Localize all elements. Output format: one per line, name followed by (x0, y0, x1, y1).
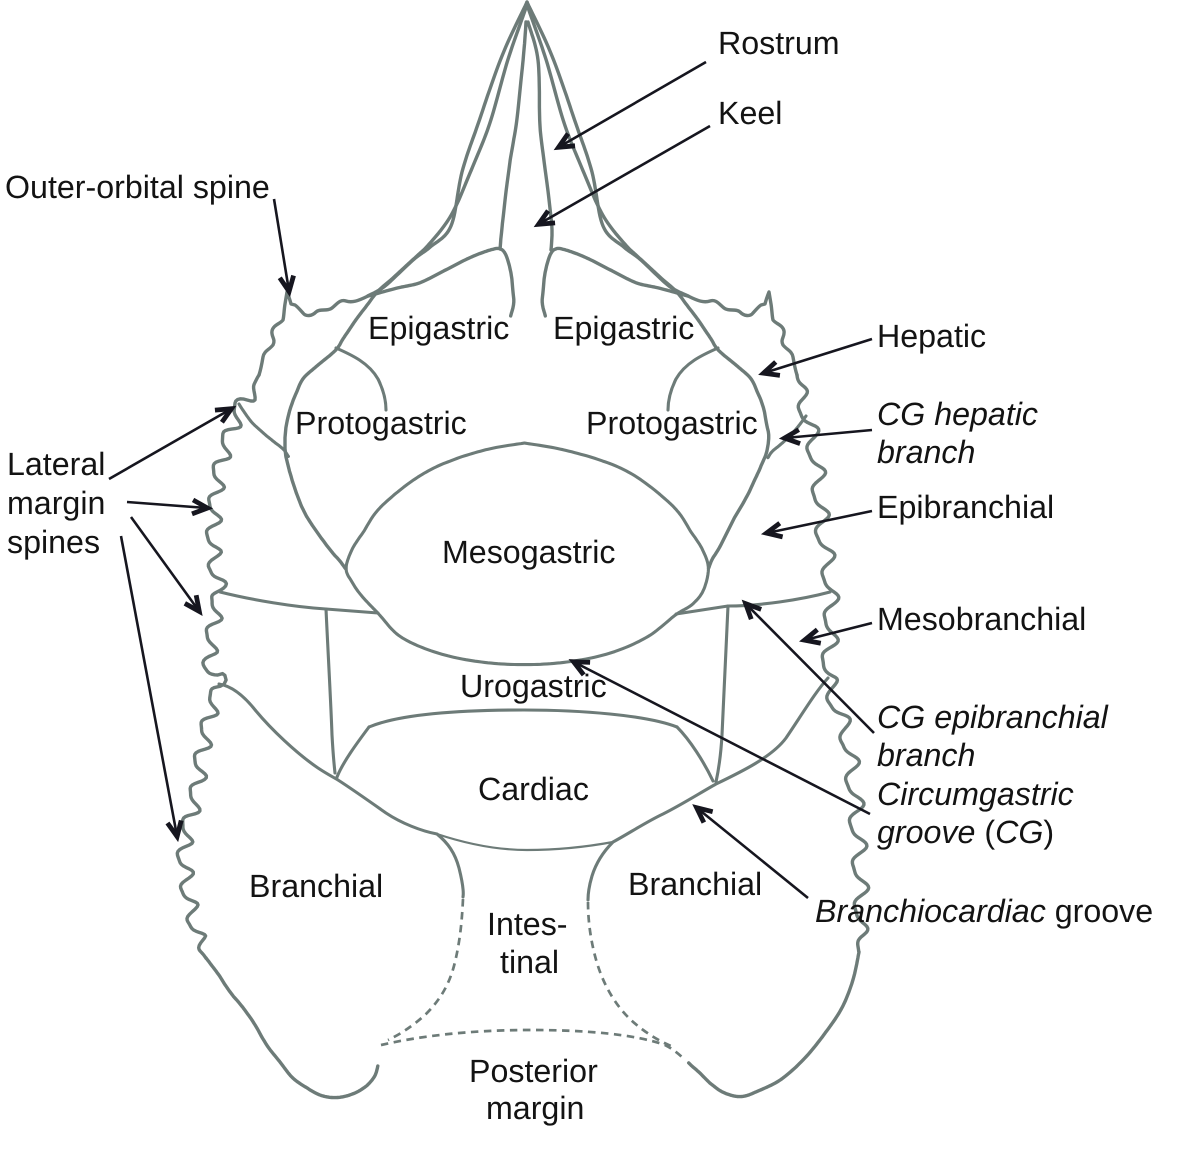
svg-text:tinal: tinal (500, 944, 559, 980)
svg-text:Intes-: Intes- (487, 906, 568, 942)
svg-text:Outer-orbital spine: Outer-orbital spine (5, 169, 270, 205)
svg-text:Branchial: Branchial (249, 868, 383, 904)
svg-text:Mesogastric: Mesogastric (442, 534, 616, 570)
svg-text:Posterior: Posterior (469, 1053, 598, 1089)
svg-text:Protogastric: Protogastric (295, 405, 467, 441)
svg-text:Branchiocardiac groove: Branchiocardiac groove (815, 893, 1153, 929)
svg-text:spines: spines (7, 524, 100, 560)
svg-text:Epigastric: Epigastric (368, 310, 509, 346)
svg-text:Branchial: Branchial (628, 866, 762, 902)
svg-text:Mesobranchial: Mesobranchial (877, 601, 1086, 637)
svg-text:Protogastric: Protogastric (586, 405, 758, 441)
svg-text:Epigastric: Epigastric (553, 310, 694, 346)
svg-text:Urogastric: Urogastric (460, 668, 607, 704)
svg-text:margin: margin (486, 1090, 584, 1126)
svg-text:Rostrum: Rostrum (718, 25, 840, 61)
svg-text:groove (CG): groove (CG) (877, 814, 1054, 850)
svg-text:Keel: Keel (718, 95, 782, 131)
svg-text:Epibranchial: Epibranchial (877, 489, 1054, 525)
svg-text:Lateral: Lateral (7, 446, 105, 482)
svg-text:margin: margin (7, 485, 105, 521)
svg-text:Cardiac: Cardiac (478, 771, 589, 807)
svg-text:branch: branch (877, 737, 975, 773)
svg-text:Circumgastric: Circumgastric (877, 776, 1074, 812)
svg-text:CG hepatic: CG hepatic (877, 396, 1038, 432)
svg-text:Hepatic: Hepatic (877, 318, 986, 354)
svg-text:CG epibranchial: CG epibranchial (877, 699, 1109, 735)
svg-text:branch: branch (877, 434, 975, 470)
